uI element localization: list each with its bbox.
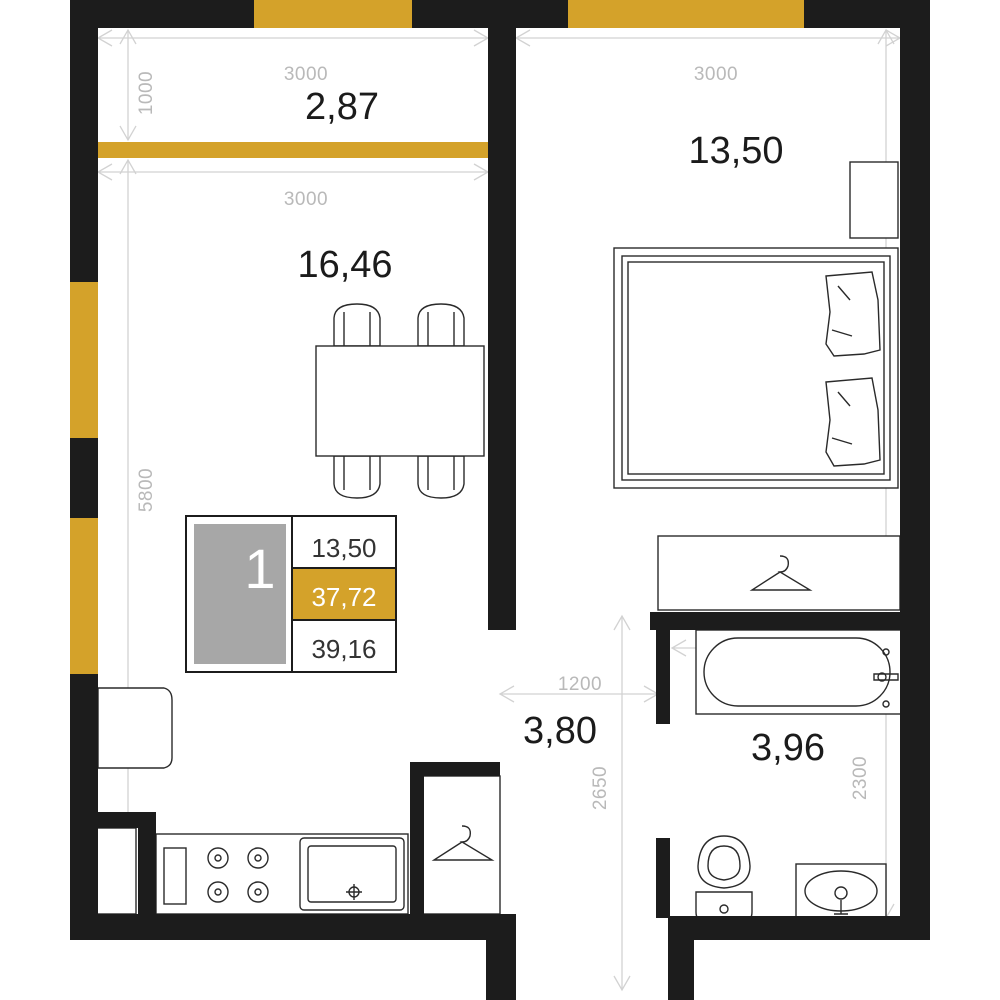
kitchen-height-dimension: 5800 — [136, 468, 157, 512]
kitchen-living-area: 16,46 — [297, 244, 392, 286]
area-legend: 1 13,50 37,72 39,16 — [185, 515, 397, 673]
hallway-width-dimension: 1200 — [558, 674, 602, 695]
toilet — [695, 835, 753, 923]
balcony-width-dimension: 3000 — [284, 64, 328, 85]
legend-total-area-no-balcony: 37,72 — [311, 582, 376, 612]
hallway-area: 3,80 — [523, 710, 597, 752]
fridge — [97, 687, 173, 769]
walls — [70, 0, 930, 1000]
hallway-height-dimension: 2650 — [590, 766, 611, 810]
bathroom-area: 3,96 — [751, 727, 825, 769]
kitchen-width-dimension: 3000 — [284, 189, 328, 210]
bathroom-height-dimension: 2300 — [850, 756, 871, 800]
bedroom-closet — [657, 535, 901, 611]
kitchen-counter — [155, 833, 409, 915]
bedroom-width-dimension: 3000 — [694, 64, 738, 85]
legend-total-area: 39,16 — [311, 634, 376, 664]
bathtub — [695, 629, 905, 715]
hall-wardrobe — [421, 775, 501, 915]
bedroom-area: 13,50 — [688, 130, 783, 172]
legend-living-area: 13,50 — [311, 533, 376, 563]
left-cabinet — [95, 827, 137, 915]
double-bed — [613, 247, 899, 489]
rooms-count-block — [194, 524, 286, 664]
dining-table — [315, 303, 485, 499]
wardrobe — [849, 161, 899, 239]
rooms-count: 1 — [244, 537, 275, 600]
balcony-height-dimension: 1000 — [136, 71, 157, 115]
bathroom-sink — [795, 863, 887, 919]
balcony-area: 2,87 — [305, 86, 379, 128]
